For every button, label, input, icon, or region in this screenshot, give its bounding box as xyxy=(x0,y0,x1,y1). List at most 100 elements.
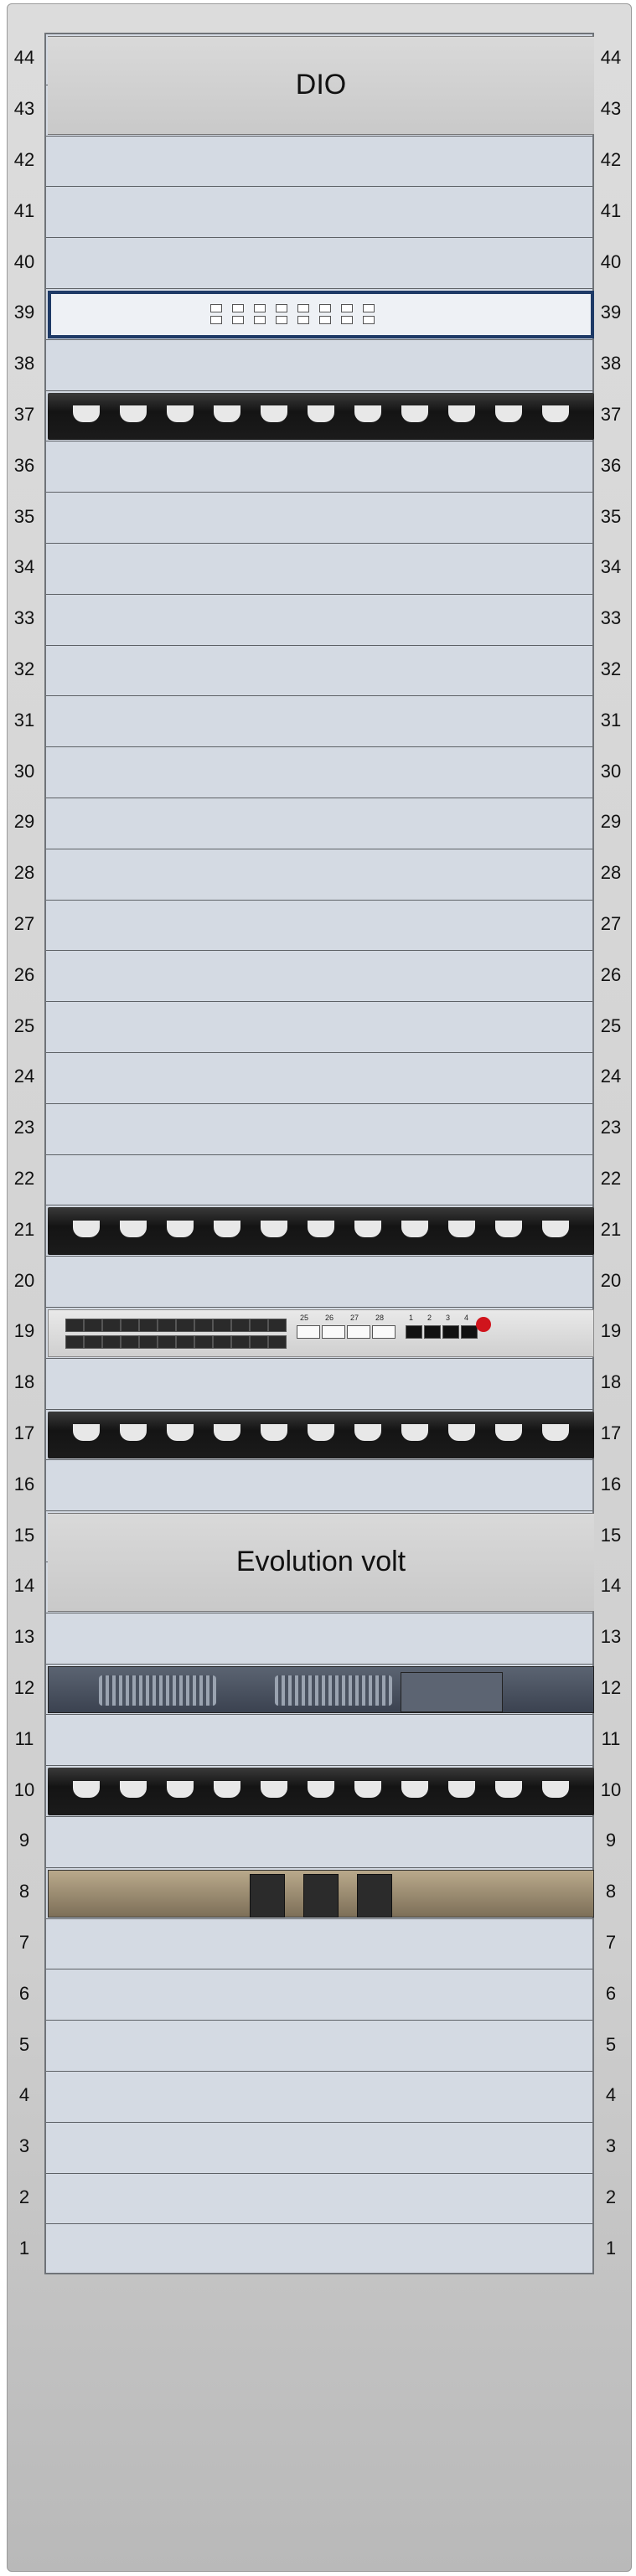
breaker-module xyxy=(303,1873,339,1918)
unit-number-left: 13 xyxy=(13,1626,35,1648)
cable-slot xyxy=(73,405,100,422)
odf-port xyxy=(232,304,244,312)
unit-number-right: 25 xyxy=(600,1014,622,1036)
unit-number-right: 26 xyxy=(600,963,622,985)
unit-number-left: 15 xyxy=(13,1524,35,1546)
unit-number-left: 28 xyxy=(13,862,35,884)
switch-port-label: 3 xyxy=(446,1314,451,1322)
odf-port xyxy=(297,304,309,312)
unit-divider xyxy=(46,593,592,595)
fan-icon xyxy=(99,1675,216,1706)
cable-slot xyxy=(401,1423,428,1441)
unit-number-left: 17 xyxy=(13,1422,35,1443)
unit-number-left: 41 xyxy=(13,199,35,221)
unit-number-right: 4 xyxy=(605,2084,617,2106)
unit-number-right: 16 xyxy=(600,1473,622,1494)
unit-divider xyxy=(46,237,592,239)
unit-number-right: 6 xyxy=(605,1982,617,2004)
cable-slot xyxy=(495,1780,522,1798)
switch-sfp-port xyxy=(250,1319,268,1332)
switch-sfp-port xyxy=(176,1335,194,1349)
unit-divider xyxy=(46,1102,592,1104)
unit-number-left: 26 xyxy=(13,963,35,985)
switch-sfp-port xyxy=(121,1319,139,1332)
switch-uplink-port xyxy=(442,1325,459,1339)
cable-slot xyxy=(542,1220,569,1237)
unit-divider xyxy=(46,1918,592,1919)
switch-sfp-port xyxy=(102,1335,121,1349)
switch-sfp-port xyxy=(213,1319,231,1332)
switch-sfp-port xyxy=(139,1335,158,1349)
cable-slot xyxy=(401,1220,428,1237)
unit-number-left: 3 xyxy=(18,2135,30,2157)
odf-port xyxy=(254,304,266,312)
unit-divider xyxy=(46,644,592,646)
unit-number-left: 10 xyxy=(13,1778,35,1800)
breaker-module xyxy=(357,1873,392,1918)
cable-manager-21 xyxy=(48,1207,594,1256)
unit-number-right: 15 xyxy=(600,1524,622,1546)
cable-slot xyxy=(495,405,522,422)
switch-sfp-port xyxy=(84,1335,102,1349)
odf-port xyxy=(210,316,222,324)
unit-number-right: 8 xyxy=(605,1881,617,1902)
unit-number-right: 40 xyxy=(600,250,622,272)
odf-port xyxy=(254,316,266,324)
unit-divider xyxy=(46,2071,592,2072)
cable-slot xyxy=(448,1423,475,1441)
switch-sfp-port xyxy=(194,1335,213,1349)
unit-number-right: 22 xyxy=(600,1168,622,1189)
switch-sfp-port xyxy=(158,1335,176,1349)
odf-port xyxy=(319,316,331,324)
switch-port-label: 4 xyxy=(464,1314,469,1322)
evolution-volt-label: Evolution volt xyxy=(235,1546,406,1578)
unit-number-right: 19 xyxy=(600,1320,622,1342)
cable-slot xyxy=(120,405,147,422)
unit-number-left: 7 xyxy=(18,1932,30,1953)
cable-slot xyxy=(308,1220,334,1237)
unit-divider xyxy=(46,2172,592,2174)
cable-slot xyxy=(167,1423,194,1441)
unit-divider xyxy=(46,950,592,952)
unit-divider xyxy=(46,135,592,137)
odf-port xyxy=(297,316,309,324)
odf-port xyxy=(276,316,287,324)
cable-manager-10 xyxy=(48,1768,594,1815)
cable-slot xyxy=(120,1780,147,1798)
cable-slot xyxy=(120,1423,147,1441)
cable-slot xyxy=(214,1220,240,1237)
unit-number-left: 23 xyxy=(13,1117,35,1138)
unit-divider xyxy=(46,695,592,697)
cable-slot xyxy=(448,405,475,422)
switch-uplink-port xyxy=(347,1325,370,1339)
unit-divider xyxy=(46,1765,592,1767)
switch-uplink-port xyxy=(461,1325,478,1339)
unit-number-right: 17 xyxy=(600,1422,622,1443)
odf-port xyxy=(341,316,353,324)
cable-slot xyxy=(495,1423,522,1441)
unit-divider xyxy=(46,1714,592,1716)
cable-slot xyxy=(261,1423,287,1441)
unit-divider xyxy=(46,492,592,493)
unit-number-left: 19 xyxy=(13,1320,35,1342)
switch-sfp-port xyxy=(213,1335,231,1349)
unit-divider xyxy=(46,746,592,748)
cable-slot xyxy=(167,1780,194,1798)
fan-icon xyxy=(275,1675,392,1706)
cable-slot xyxy=(542,1423,569,1441)
cable-slot xyxy=(542,405,569,422)
unit-number-left: 21 xyxy=(13,1218,35,1240)
unit-number-left: 16 xyxy=(13,1473,35,1494)
unit-divider xyxy=(46,338,592,340)
unit-divider xyxy=(46,1307,592,1308)
odf-port xyxy=(276,304,287,312)
power-supply-unit xyxy=(48,1665,594,1714)
cable-slot xyxy=(73,1423,100,1441)
unit-number-left: 6 xyxy=(18,1982,30,2004)
unit-number-left: 27 xyxy=(13,913,35,934)
breaker-module xyxy=(250,1873,285,1918)
unit-number-right: 32 xyxy=(600,658,622,679)
switch-sfp-port xyxy=(65,1319,84,1332)
dio-panel: DIO xyxy=(48,36,594,135)
unit-divider xyxy=(46,2121,592,2123)
